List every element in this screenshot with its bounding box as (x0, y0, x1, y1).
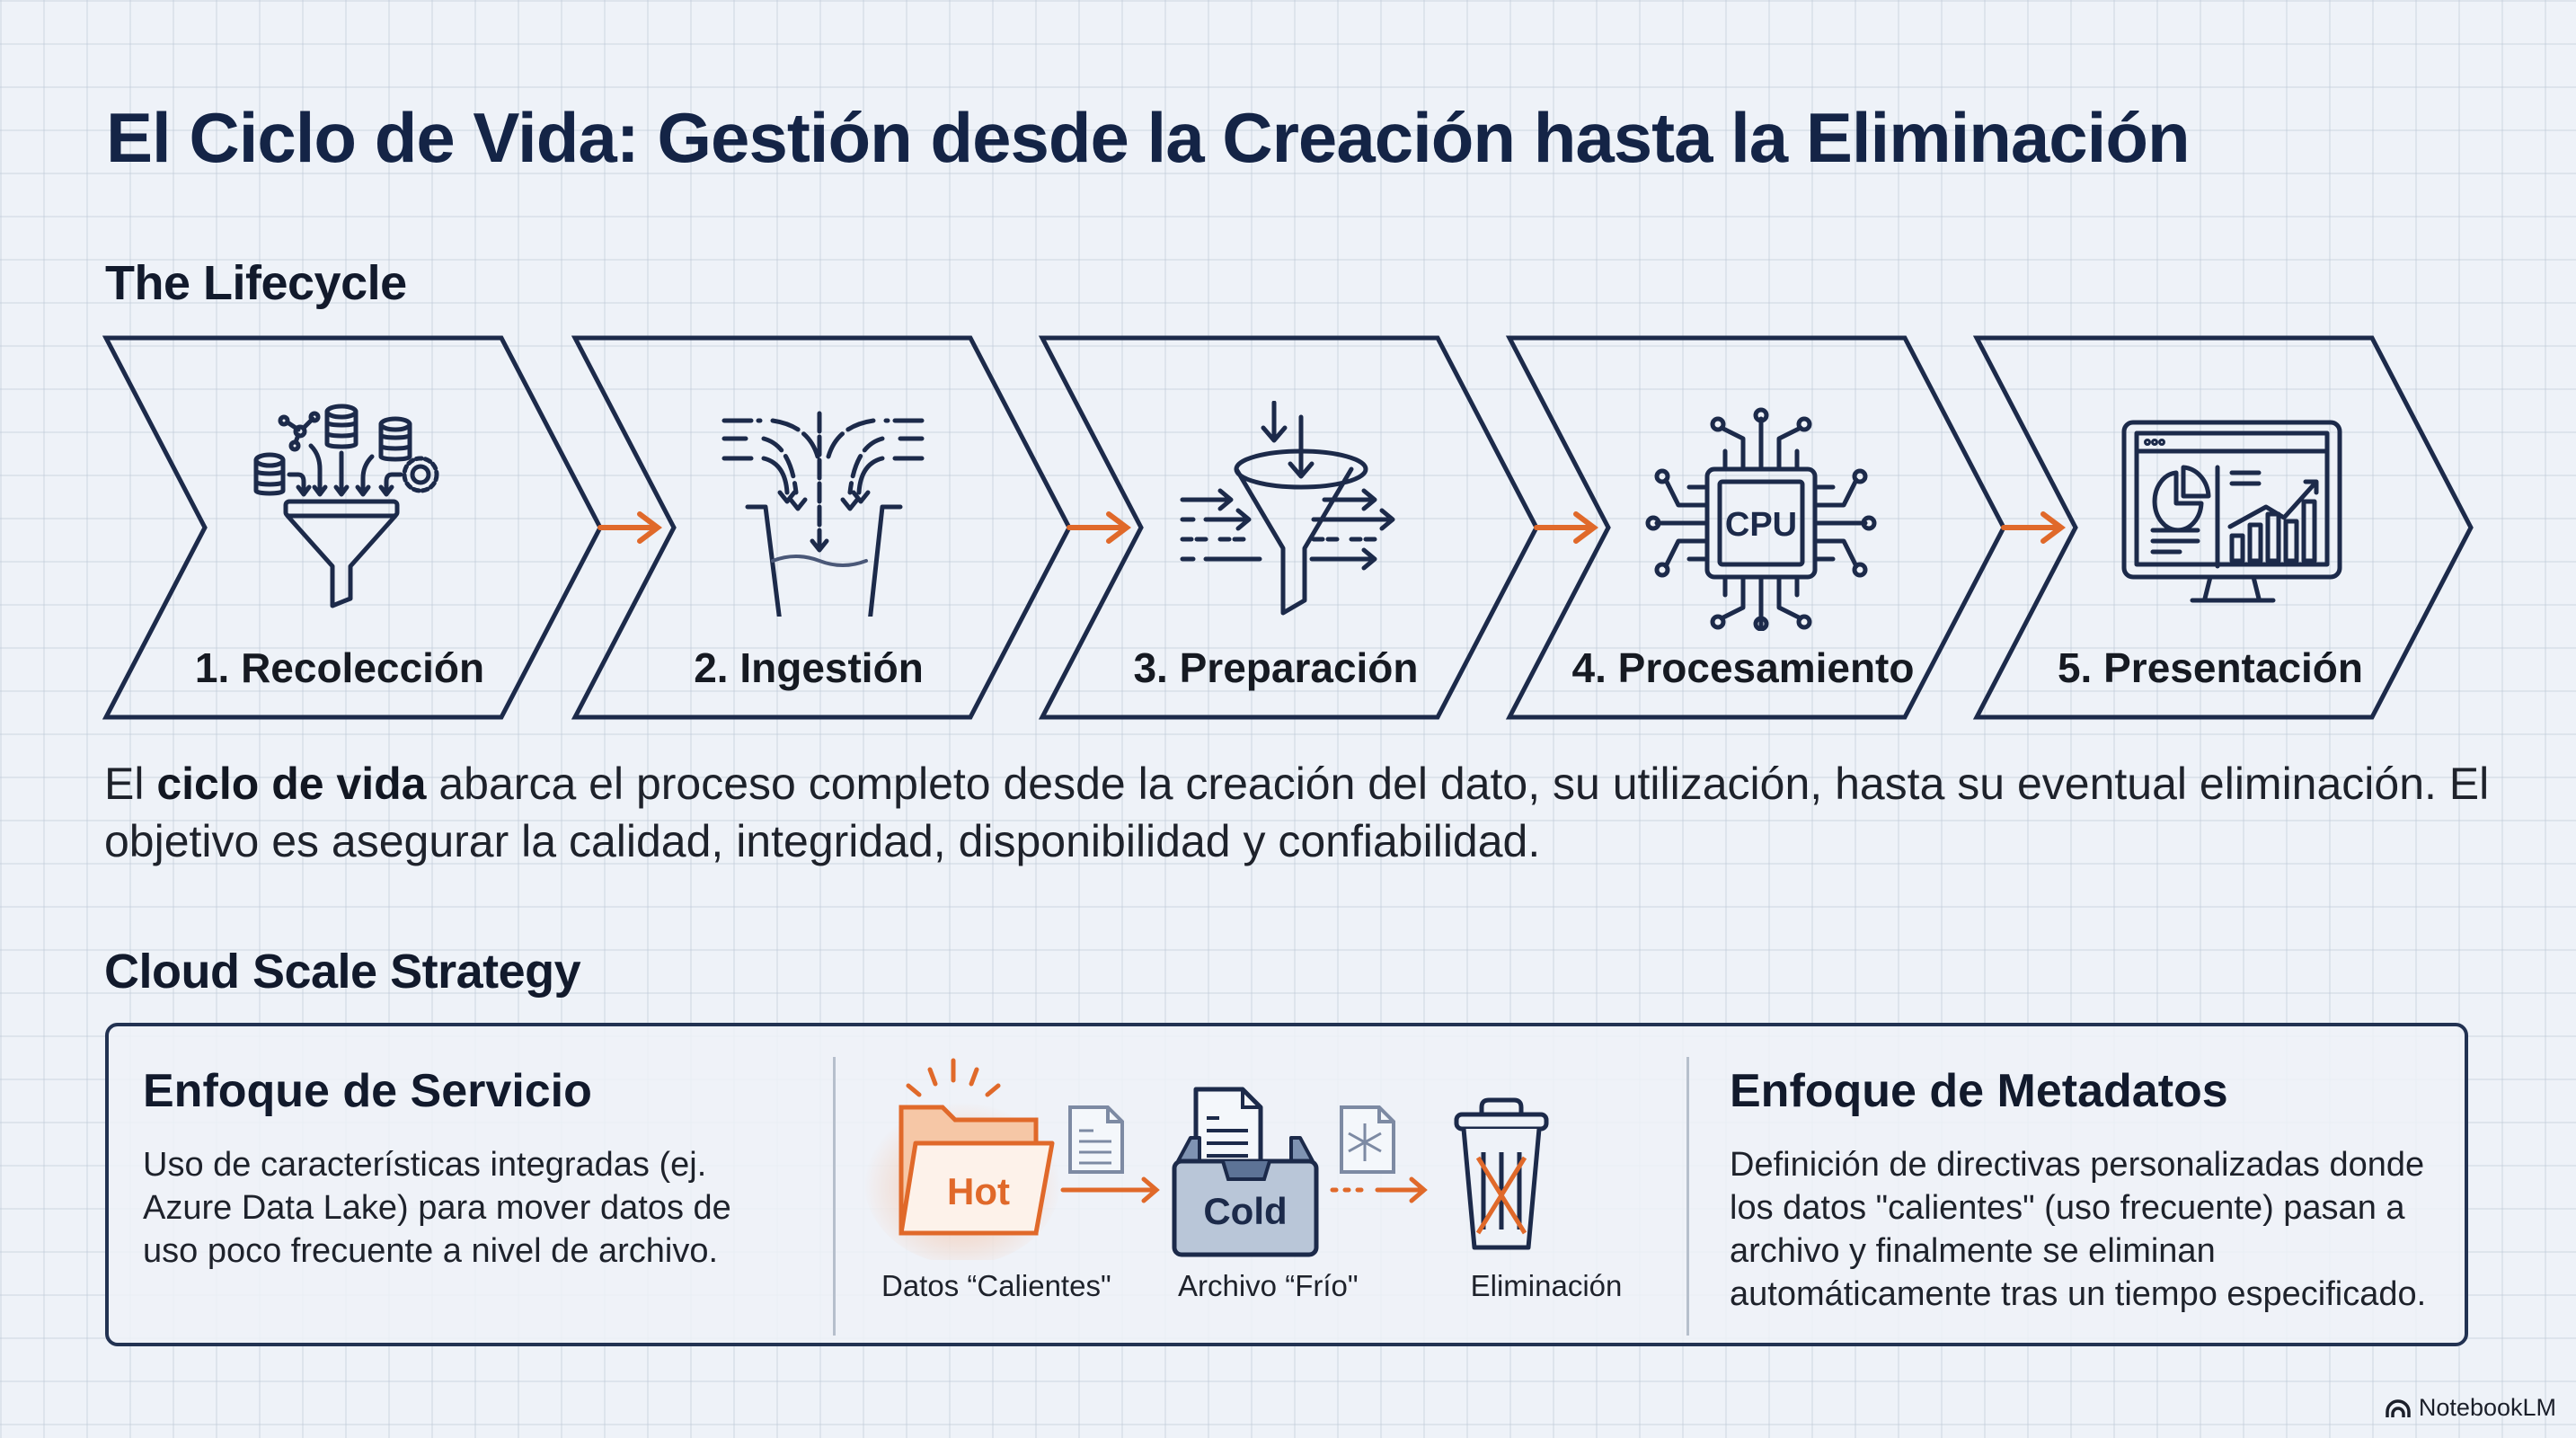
stage-label: 4. Procesamiento (1571, 644, 1915, 691)
hot-label: Hot (947, 1170, 1010, 1212)
cold-archive-label: Archivo “Frío" (1178, 1269, 1359, 1302)
cpu-chip-icon: CPU (1645, 407, 1877, 631)
arrow-cold-to-delete (1330, 1176, 1428, 1203)
filter-funnel-icon (1180, 401, 1395, 616)
trash-icon (1454, 1097, 1549, 1250)
document-icon (1068, 1105, 1124, 1174)
hot-data-label: Datos “Calientes" (881, 1269, 1111, 1302)
stage-procesamiento[interactable]: CPU 4. Procesamiento (1545, 329, 1941, 721)
stage-preparacion[interactable]: 3. Preparación (1078, 329, 1474, 721)
service-approach-text: Uso de características integradas (ej. A… (143, 1146, 731, 1270)
cpu-label: CPU (1725, 506, 1797, 544)
stage-label: 1. Recolección (194, 644, 485, 691)
lifecycle-heading: The Lifecycle (105, 256, 407, 310)
brand-watermark: NotebookLM (2385, 1394, 2556, 1422)
brand-name: NotebookLM (2418, 1394, 2556, 1421)
stage-presentacion[interactable]: 5. Presentación (2013, 329, 2408, 721)
cold-archive-icon: Cold (1172, 1087, 1319, 1257)
stage-label: 5. Presentación (2057, 644, 2364, 691)
description-rest: abarca el proceso completo desde la crea… (104, 759, 2490, 866)
cloud-strategy-panel: Enfoque de Servicio Uso de característic… (105, 1023, 2468, 1346)
page-title: El Ciclo de Vida: Gestión desde la Creac… (106, 98, 2191, 177)
arrow-hot-to-cold (1060, 1176, 1160, 1203)
stage-label: 3. Preparación (1133, 644, 1419, 691)
cold-label: Cold (1203, 1190, 1287, 1232)
metadata-approach-title: Enfoque de Metadatos (1730, 1065, 2228, 1117)
stage-label: 2. Ingestión (694, 644, 924, 691)
streams-into-bucket-icon (721, 411, 925, 617)
notebooklm-logo-icon (2386, 1398, 2411, 1417)
divider-right (1686, 1057, 1689, 1336)
stage-recoleccion[interactable]: 1. Recolección (142, 329, 537, 721)
description-bold: ciclo de vida (156, 759, 427, 809)
dashboard-monitor-icon (2121, 420, 2342, 603)
frozen-document-icon (1340, 1105, 1395, 1174)
metadata-approach-text: Definición de directivas personalizadas … (1730, 1146, 2427, 1313)
divider-left (833, 1057, 836, 1336)
description-prefix: El (104, 759, 157, 809)
service-approach-title: Enfoque de Servicio (143, 1065, 592, 1117)
stage-ingestion[interactable]: 2. Ingestión (611, 329, 1006, 721)
hot-cold-delete-flow: Hot Cold (863, 1058, 1549, 1260)
funnel-data-sources-icon (253, 404, 439, 608)
lifecycle-description: El ciclo de vida abarca el proceso compl… (104, 755, 2530, 870)
hot-folder-icon: Hot (863, 1058, 1061, 1260)
deletion-label: Eliminación (1470, 1269, 1623, 1302)
cloud-strategy-heading: Cloud Scale Strategy (104, 945, 581, 999)
